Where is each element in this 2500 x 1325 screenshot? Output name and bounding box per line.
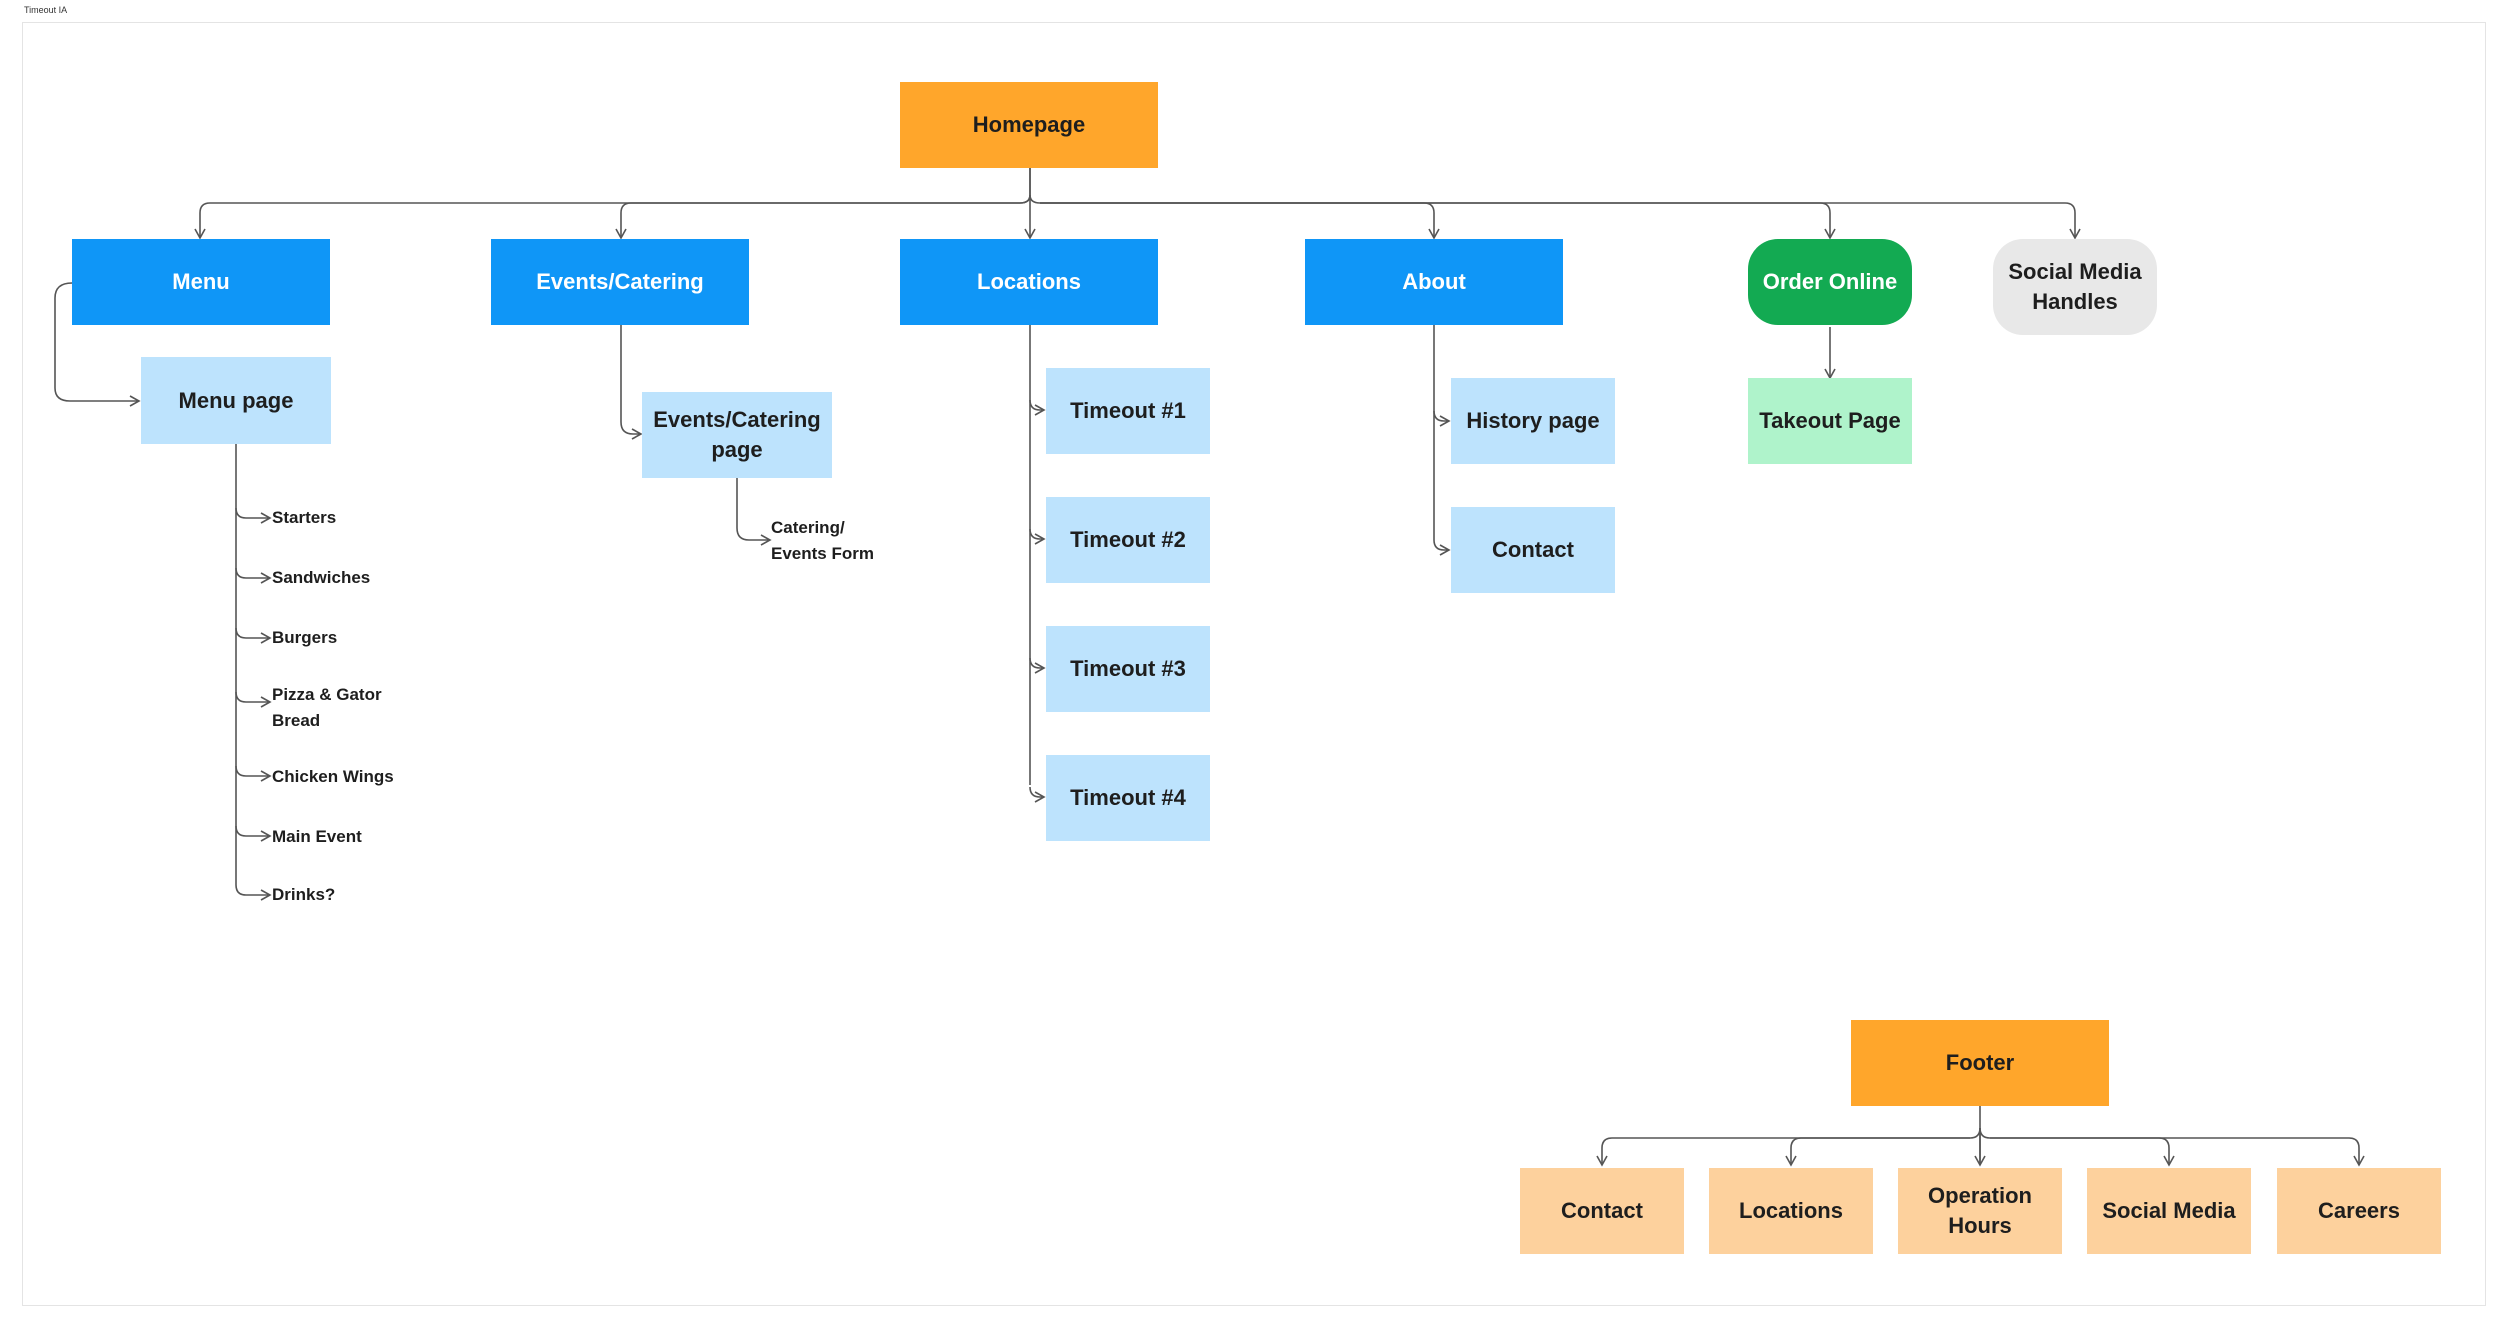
menu-item-burgers: Burgers	[272, 628, 338, 647]
homepage-node: Homepage	[900, 82, 1158, 168]
connector-home-order	[1040, 202, 1836, 240]
connector-home-right-branch	[1029, 194, 2081, 240]
connector-menu-drinks	[235, 884, 272, 901]
connector-menu-sandwiches	[235, 567, 272, 584]
connector-menu-pizza	[235, 691, 272, 708]
connector-about-history	[1433, 410, 1451, 427]
menu-item-pizza-gator-bread: Pizza & Gator Bread	[272, 685, 382, 730]
connector-location-4	[1029, 786, 1046, 803]
events-catering-node: Events/Catering	[491, 239, 749, 325]
takeout-page-node: Takeout Page	[1748, 378, 1912, 464]
menu-item-chicken-wings: Chicken Wings	[272, 767, 394, 786]
footer-node: Footer	[1851, 1020, 2109, 1106]
frame-label: Timeout IA	[24, 5, 68, 15]
connector-menu-wings	[235, 765, 272, 782]
timeout-4-node: Timeout #4	[1046, 755, 1210, 841]
footer-social-media-node: Social Media	[2087, 1168, 2251, 1254]
connector-footer-right-branch	[1979, 1127, 2365, 1167]
history-page-node: History page	[1451, 378, 1615, 464]
menu-item-starters: Starters	[272, 508, 337, 527]
canvas-frame	[22, 22, 2486, 1306]
footer-careers-node: Careers	[2277, 1168, 2441, 1254]
menu-page-node: Menu page	[141, 357, 331, 444]
connector-menu-burgers	[235, 627, 272, 644]
menu-node: Menu	[72, 239, 330, 325]
connector-location-1	[1029, 399, 1046, 416]
menu-item-drinks: Drinks?	[272, 885, 336, 904]
connector-menu-menupage	[54, 282, 141, 407]
connector-footer-social	[1990, 1137, 2175, 1167]
about-contact-node: Contact	[1451, 507, 1615, 593]
connector-eventspage-form	[736, 478, 772, 546]
events-catering-page-node: Events/Catering page	[642, 392, 832, 478]
timeout-1-node: Timeout #1	[1046, 368, 1210, 454]
connector-location-2	[1029, 528, 1046, 545]
footer-locations-node: Locations	[1709, 1168, 1873, 1254]
footer-operation-hours-node: Operation Hours	[1898, 1168, 2062, 1254]
connector-home-events	[615, 194, 1031, 240]
connector-home-about	[1040, 202, 1440, 240]
connector-menu-main	[235, 825, 272, 842]
menu-item-main-event: Main Event	[272, 827, 362, 846]
connector-events-page	[620, 325, 643, 440]
connector-footer-left-branch	[1596, 1127, 1981, 1167]
connector-home-left-branch	[194, 194, 1031, 240]
order-online-node: Order Online	[1748, 239, 1912, 325]
footer-contact-node: Contact	[1520, 1168, 1684, 1254]
connector-footer-locations	[1785, 1137, 1970, 1167]
connector-menu-starters	[235, 507, 272, 524]
connector-location-3	[1029, 657, 1046, 674]
connector-about-contact	[1433, 539, 1451, 556]
about-node: About	[1305, 239, 1563, 325]
timeout-2-node: Timeout #2	[1046, 497, 1210, 583]
locations-node: Locations	[900, 239, 1158, 325]
catering-events-form: Catering/ Events Form	[771, 518, 874, 563]
social-media-handles-node: Social Media Handles	[1993, 239, 2157, 335]
menu-item-sandwiches: Sandwiches	[272, 568, 371, 587]
timeout-3-node: Timeout #3	[1046, 626, 1210, 712]
